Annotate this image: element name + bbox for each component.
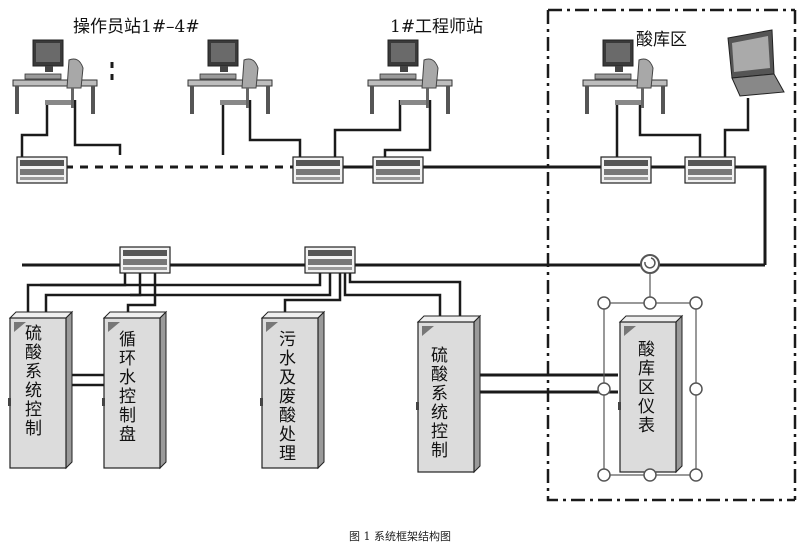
eng-drop bbox=[333, 100, 402, 160]
op4-drop-2 bbox=[248, 100, 302, 160]
sw-a-cab2 bbox=[126, 272, 157, 315]
selection-handle-3 bbox=[689, 296, 703, 310]
acid-area-label: 酸库区 bbox=[636, 30, 687, 50]
selection-box bbox=[597, 254, 703, 482]
selection-handle-5 bbox=[689, 382, 703, 396]
network-switch-1 bbox=[16, 156, 68, 184]
laptop bbox=[727, 29, 785, 97]
acid-area-boundary bbox=[546, 10, 795, 502]
cabinet-label-acid-area-instrument: 酸库区仪表 bbox=[634, 340, 654, 435]
sw-a-cab1b bbox=[44, 272, 142, 315]
sw-b-cab3 bbox=[283, 272, 342, 312]
selection-handle-8 bbox=[689, 468, 703, 482]
selection-handle-2 bbox=[643, 296, 657, 310]
network-lines bbox=[20, 8, 797, 502]
network-switch-4 bbox=[600, 156, 652, 184]
eng-drop-2 bbox=[383, 100, 432, 160]
laptop-base bbox=[731, 73, 785, 97]
selection-handle-6 bbox=[597, 468, 611, 482]
sw-b-cab4 bbox=[348, 272, 462, 318]
cabinet-label-circulating-water: 循环水控制盘 bbox=[115, 330, 135, 444]
devices bbox=[7, 29, 785, 482]
laptop-drop bbox=[723, 98, 750, 160]
selection-handle-4 bbox=[597, 382, 611, 396]
cabinet-label-sulfuric-2: 硫酸系统控制 bbox=[427, 346, 447, 460]
sw-b-cab4b bbox=[343, 272, 442, 318]
top-network-line bbox=[290, 165, 767, 265]
rotate-handle bbox=[640, 254, 660, 274]
workstation-3 bbox=[367, 39, 453, 115]
workstation-1 bbox=[12, 39, 98, 115]
network-switch-5 bbox=[684, 156, 736, 184]
operator-stations-label: 操作员站1#–4# bbox=[73, 17, 200, 37]
engineer-station-label: 1#工程师站 bbox=[390, 17, 484, 37]
op1-drop bbox=[20, 100, 49, 160]
workstation-4 bbox=[582, 39, 668, 115]
sw-b-cab1 bbox=[40, 272, 322, 287]
cabinet-label-sulfuric-1: 硫酸系统控制 bbox=[21, 324, 41, 438]
sw-a-cab1 bbox=[26, 272, 127, 315]
selection-handle-1 bbox=[597, 296, 611, 310]
network-switch-6 bbox=[119, 246, 171, 274]
selection-handle-7 bbox=[643, 468, 657, 482]
network-switch-2 bbox=[292, 156, 344, 184]
sw-b-cab2 bbox=[130, 272, 332, 297]
op1-drop-2 bbox=[73, 100, 122, 155]
cabinet-label-wastewater-acid: 污水及废酸处理 bbox=[275, 330, 295, 463]
acid-pc-drop-2 bbox=[638, 100, 702, 160]
workstation-2 bbox=[187, 39, 273, 115]
network-switch-7 bbox=[304, 246, 356, 274]
figure-caption: 图 1 系统框架结构图 bbox=[349, 530, 451, 543]
network-switch-3 bbox=[372, 156, 424, 184]
laptop-display bbox=[732, 36, 770, 72]
rotate-arrow bbox=[644, 257, 656, 269]
